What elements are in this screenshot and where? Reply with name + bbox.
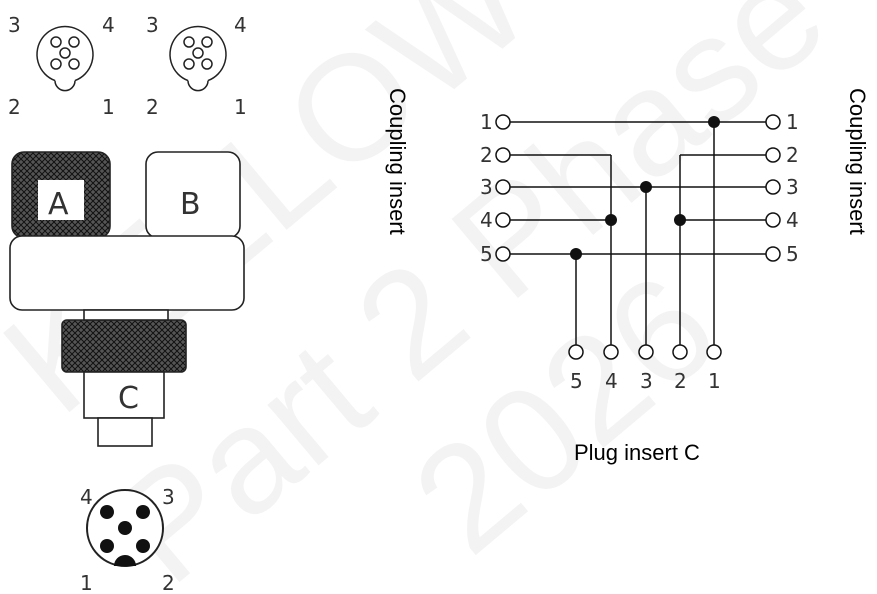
face-b-pin-4: 4: [234, 13, 247, 37]
bottom-pin-1: 1: [708, 369, 721, 393]
face-a-pin-2: 2: [8, 95, 21, 119]
left-pin-4: 4: [480, 208, 493, 232]
terminal-circles: [495, 114, 781, 360]
face-b-pin-1: 1: [234, 95, 247, 119]
left-pin-1: 1: [480, 110, 493, 134]
face-c-pin-1: 1: [80, 571, 93, 594]
body-c: [83, 371, 165, 419]
face-b-pin-2: 2: [146, 95, 159, 119]
left-pin-5: 5: [480, 242, 493, 266]
face-a-pin-3: 3: [8, 13, 21, 37]
adapter-label-c: C: [118, 381, 139, 416]
y-adapter: [9, 151, 245, 447]
face-a-pin-4: 4: [102, 13, 115, 37]
left-coupling-title: Coupling insert: [385, 88, 410, 235]
wiring-lines: [510, 121, 766, 345]
adapter-label-b: B: [180, 187, 201, 222]
face-c-pin-2: 2: [162, 571, 175, 594]
bottom-pin-5: 5: [570, 369, 583, 393]
connector-face-a: [36, 25, 94, 92]
knurled-nut-c: [61, 319, 187, 373]
right-pin-2: 2: [786, 143, 799, 167]
right-pin-3: 3: [786, 175, 799, 199]
right-coupling-title: Coupling insert: [845, 88, 870, 235]
junction-dots: [570, 116, 720, 260]
left-pin-3: 3: [480, 175, 493, 199]
face-a-pin-1: 1: [102, 95, 115, 119]
left-pin-2: 2: [480, 143, 493, 167]
face-b-pin-3: 3: [146, 13, 159, 37]
bottom-pin-4: 4: [605, 369, 618, 393]
plug-insert-title: Plug insert C: [574, 440, 700, 465]
adapter-housing: [9, 235, 245, 311]
face-c-pin-4: 4: [80, 485, 93, 509]
adapter-label-a: A: [48, 187, 69, 222]
right-pin-4: 4: [786, 208, 799, 232]
connector-face-b: [169, 25, 227, 92]
right-pin-1: 1: [786, 110, 799, 134]
face-c-pin-3: 3: [162, 485, 175, 509]
tip-c: [97, 417, 153, 447]
neck-c: [83, 309, 169, 321]
connector-face-c: [86, 489, 164, 567]
bottom-pin-3: 3: [640, 369, 653, 393]
bottom-pin-2: 2: [674, 369, 687, 393]
right-pin-5: 5: [786, 242, 799, 266]
